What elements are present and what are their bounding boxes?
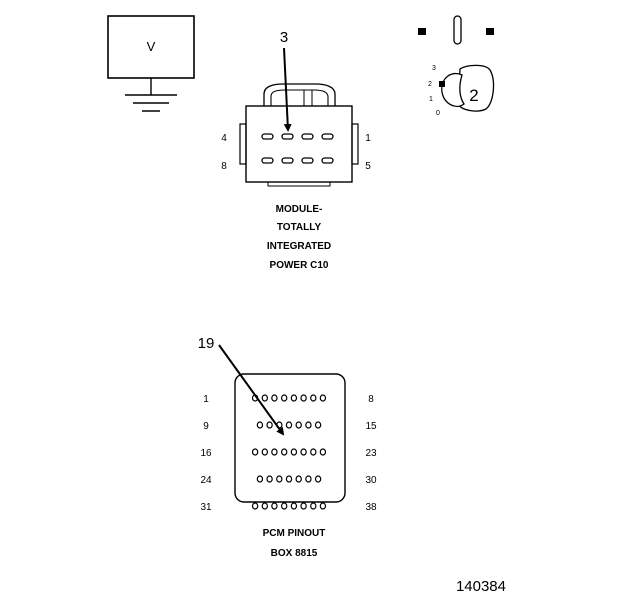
pcm-row-label-right: 38 xyxy=(365,502,377,513)
pcm-connector-caption-line-1: PCM PINOUT xyxy=(263,528,326,539)
pcm-row-label-left: 16 xyxy=(200,448,212,459)
pcm-row-label-right: 30 xyxy=(365,475,377,486)
pcm-pin xyxy=(319,502,327,510)
pcm-pin xyxy=(319,394,327,402)
connector-c10-pin-label-top-left: 4 xyxy=(221,133,227,144)
pcm-pin xyxy=(271,394,278,402)
pcm-pin xyxy=(261,502,268,510)
ignition-position-0-label: 0 xyxy=(436,110,440,117)
pcm-connector-body xyxy=(234,373,346,503)
connector-c10-callout-label: 3 xyxy=(280,29,288,46)
pcm-connector-pins xyxy=(251,394,327,510)
pcm-connector: 1 8 9 15 16 23 24 30 31 38 19 PCM PINOUT BOX 8815 xyxy=(198,335,377,559)
ground-symbol-icon xyxy=(125,94,177,112)
pcm-row-label-left: 9 xyxy=(203,421,209,432)
pcm-connector-callout-label: 19 xyxy=(198,335,215,352)
pcm-pin xyxy=(266,421,273,429)
connector-c10-pins xyxy=(261,133,334,164)
pcm-pin xyxy=(310,448,317,456)
pcm-pin xyxy=(285,421,293,429)
connector-c10-callout-arrow xyxy=(283,47,292,132)
pcm-pin xyxy=(281,502,288,510)
voltmeter: V xyxy=(107,15,195,112)
figure-number: 140384 xyxy=(456,578,506,595)
pcm-pin xyxy=(251,448,259,456)
pcm-pin xyxy=(310,394,317,402)
connector-c10-pin-label-bottom-right: 5 xyxy=(365,161,371,172)
connector-c10-pin-label-top-right: 1 xyxy=(365,133,371,144)
pcm-row-label-right: 15 xyxy=(365,421,377,432)
pcm-pin xyxy=(256,475,264,483)
connector-c10-pin-label-bottom-left: 8 xyxy=(221,161,227,172)
ignition-position-1-label: 1 xyxy=(429,96,433,103)
connector-c10-caption-line-1: MODULE- xyxy=(276,204,323,215)
pcm-pin xyxy=(285,475,293,483)
connector-c10-caption-line-4: POWER C10 xyxy=(270,260,329,271)
pcm-pin xyxy=(271,448,278,456)
connector-c10: 4 1 8 5 3 MODULE- TOTALLY INTEGRATED POW… xyxy=(221,29,371,271)
pcm-pin xyxy=(300,394,307,402)
pcm-pin xyxy=(290,502,298,510)
ignition-position-2-label: 2 xyxy=(428,81,432,88)
pcm-pin xyxy=(261,448,268,456)
pcm-connector-callout-arrow xyxy=(218,344,285,436)
pcm-pin xyxy=(256,421,264,429)
pcm-row-label-right: 8 xyxy=(368,394,374,405)
pcm-row-label-right: 23 xyxy=(365,448,377,459)
pcm-pin xyxy=(295,421,302,429)
pcm-pin xyxy=(300,448,307,456)
pcm-pin xyxy=(295,475,302,483)
pcm-pin xyxy=(281,394,288,402)
pcm-connector-caption-line-2: BOX 8815 xyxy=(271,548,318,559)
voltmeter-label: V xyxy=(147,39,156,54)
pcm-pin xyxy=(271,502,278,510)
pcm-pin xyxy=(281,448,288,456)
pcm-pin xyxy=(290,448,298,456)
connector-c10-caption-line-2: TOTALLY xyxy=(277,222,322,233)
ignition-callout-label: 2 xyxy=(469,86,478,105)
connector-c10-body xyxy=(245,105,353,183)
pcm-connector-row-labels: 1 8 9 15 16 23 24 30 31 38 xyxy=(200,394,377,513)
ignition-switch: 3 2 1 0 2 xyxy=(418,15,495,117)
ignition-key-icon xyxy=(439,64,495,112)
connector-c10-caption-line-3: INTEGRATED xyxy=(267,241,331,252)
pcm-pin xyxy=(266,475,273,483)
ignition-position-3-label: 3 xyxy=(432,65,436,72)
pcm-pin xyxy=(314,421,322,429)
pcm-pin xyxy=(251,502,259,510)
pcm-pin xyxy=(276,475,283,483)
pcm-pin xyxy=(305,475,312,483)
ignition-key-slot-icon xyxy=(453,15,462,45)
pcm-pin xyxy=(261,394,268,402)
pcm-pin xyxy=(300,502,307,510)
pcm-pin xyxy=(310,502,317,510)
pcm-row-label-left: 31 xyxy=(200,502,212,513)
pcm-pin xyxy=(305,421,312,429)
pcm-row-label-left: 24 xyxy=(200,475,212,486)
pcm-pin xyxy=(314,475,322,483)
pcm-row-label-left: 1 xyxy=(203,394,209,405)
pcm-pin xyxy=(290,394,298,402)
pcm-pin xyxy=(319,448,327,456)
